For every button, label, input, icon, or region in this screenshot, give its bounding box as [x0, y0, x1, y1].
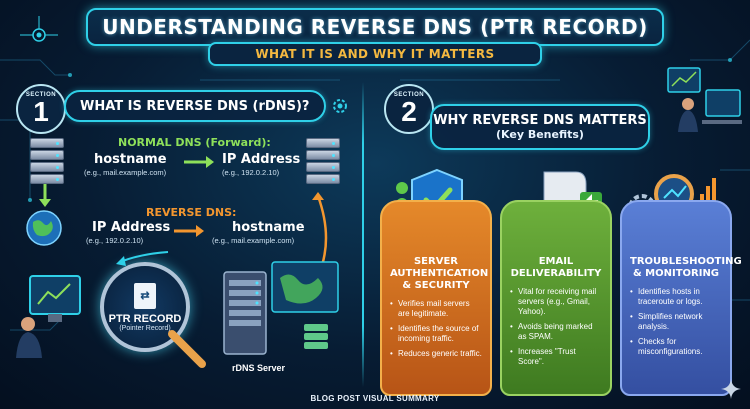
card-security-list: Verifies mail servers are legitimate. Id… [390, 299, 482, 359]
list-item: Simplifies network analysis. [630, 312, 722, 332]
globe-icon [26, 210, 62, 246]
footer-caption: BLOG POST VISUAL SUMMARY [310, 394, 440, 403]
rdns-server-icon [223, 261, 339, 355]
section-1-heading: WHAT IS REVERSE DNS (rDNS)? [80, 98, 310, 114]
subtitle-banner: WHAT IT IS AND WHY IT MATTERS [208, 42, 542, 66]
magnifier-handle-icon [168, 330, 206, 368]
forward-hostname-example: (e.g., mail.example.com) [84, 168, 167, 177]
section-1-badge-number: 1 [33, 96, 49, 127]
arrow-into-ptr-icon [116, 251, 169, 266]
computer-user-icon [16, 275, 81, 358]
list-item: Reduces generic traffic. [390, 349, 482, 359]
card-security-title: SERVER AUTHENTICATION & SECURITY [390, 256, 489, 291]
page-title: UNDERSTANDING REVERSE DNS (PTR RECORD) [102, 15, 648, 39]
list-item: Identifies the source of incoming traffi… [390, 324, 482, 344]
section-2-heading: WHY REVERSE DNS MATTERS [433, 113, 647, 128]
normal-dns-label: NORMAL DNS (Forward): [118, 136, 271, 149]
list-item: Vital for receiving mail servers (e.g., … [510, 287, 602, 317]
server-icon [30, 138, 64, 186]
gear-icon [333, 99, 347, 113]
benefit-card-security: SERVER AUTHENTICATION & SECURITY Verifie… [380, 200, 492, 396]
section-1-badge: SECTION 1 [16, 84, 66, 134]
section-2-badge-label: SECTION [393, 92, 425, 98]
reverse-dns-label: REVERSE DNS: [146, 206, 237, 219]
server-icon-right [306, 138, 340, 186]
card-email-list: Vital for receiving mail servers (e.g., … [510, 287, 602, 367]
forward-hostname: hostname [94, 152, 167, 167]
section-2-subheading: (Key Benefits) [496, 128, 584, 141]
benefit-card-monitoring: TROUBLESHOOTING & MONITORING Identifies … [620, 200, 742, 396]
document-icon: ⇄ [134, 282, 156, 309]
reverse-ip: IP Address [92, 220, 171, 235]
list-item: Identifies hosts in traceroute or logs. [630, 287, 722, 307]
list-item: Increases "Trust Score". [510, 347, 602, 367]
card-email-title: EMAIL DELIVERABILITY [510, 256, 602, 279]
section-divider [362, 82, 364, 387]
section-1-badge-label: SECTION [25, 92, 57, 98]
forward-ip-example: (e.g., 192.0.2.10) [222, 168, 280, 177]
reverse-hostname: hostname [232, 220, 305, 235]
reverse-ip-example: (e.g., 192.0.2.10) [86, 236, 144, 245]
sparkle-icon [721, 379, 741, 399]
section-2-badge: SECTION 2 [384, 84, 434, 134]
card-monitoring-title: TROUBLESHOOTING & MONITORING [630, 256, 742, 279]
list-item: Avoids being marked as SPAM. [510, 322, 602, 342]
list-item: Checks for misconfigurations. [630, 337, 722, 357]
title-banner: UNDERSTANDING REVERSE DNS (PTR RECORD) [86, 8, 664, 46]
list-item: Verifies mail servers are legitimate. [390, 299, 482, 319]
benefit-card-email: EMAIL DELIVERABILITY Vital for receiving… [500, 200, 612, 396]
analyst-desk-icon [667, 67, 742, 132]
forward-ip: IP Address [222, 152, 301, 167]
card-monitoring-list: Identifies hosts in traceroute or logs. … [630, 287, 722, 357]
rdns-server-label: rDNS Server [232, 363, 286, 373]
forward-arrow-icon [184, 156, 214, 168]
section-2-heading-box: WHY REVERSE DNS MATTERS (Key Benefits) [430, 104, 650, 150]
network-node-icon [20, 16, 58, 42]
ptr-record-title: PTR RECORD [108, 312, 182, 325]
down-arrow-icon [39, 184, 51, 207]
section-2-badge-number: 2 [401, 96, 417, 127]
section-1-heading-box: WHAT IS REVERSE DNS (rDNS)? [64, 90, 326, 122]
page-subtitle: WHAT IT IS AND WHY IT MATTERS [255, 47, 495, 61]
ptr-record-subtitle: (Pointer Record) [119, 324, 171, 332]
reverse-arrow-icon [174, 225, 204, 237]
reverse-hostname-example: (e.g., mail.example.com) [212, 236, 295, 245]
